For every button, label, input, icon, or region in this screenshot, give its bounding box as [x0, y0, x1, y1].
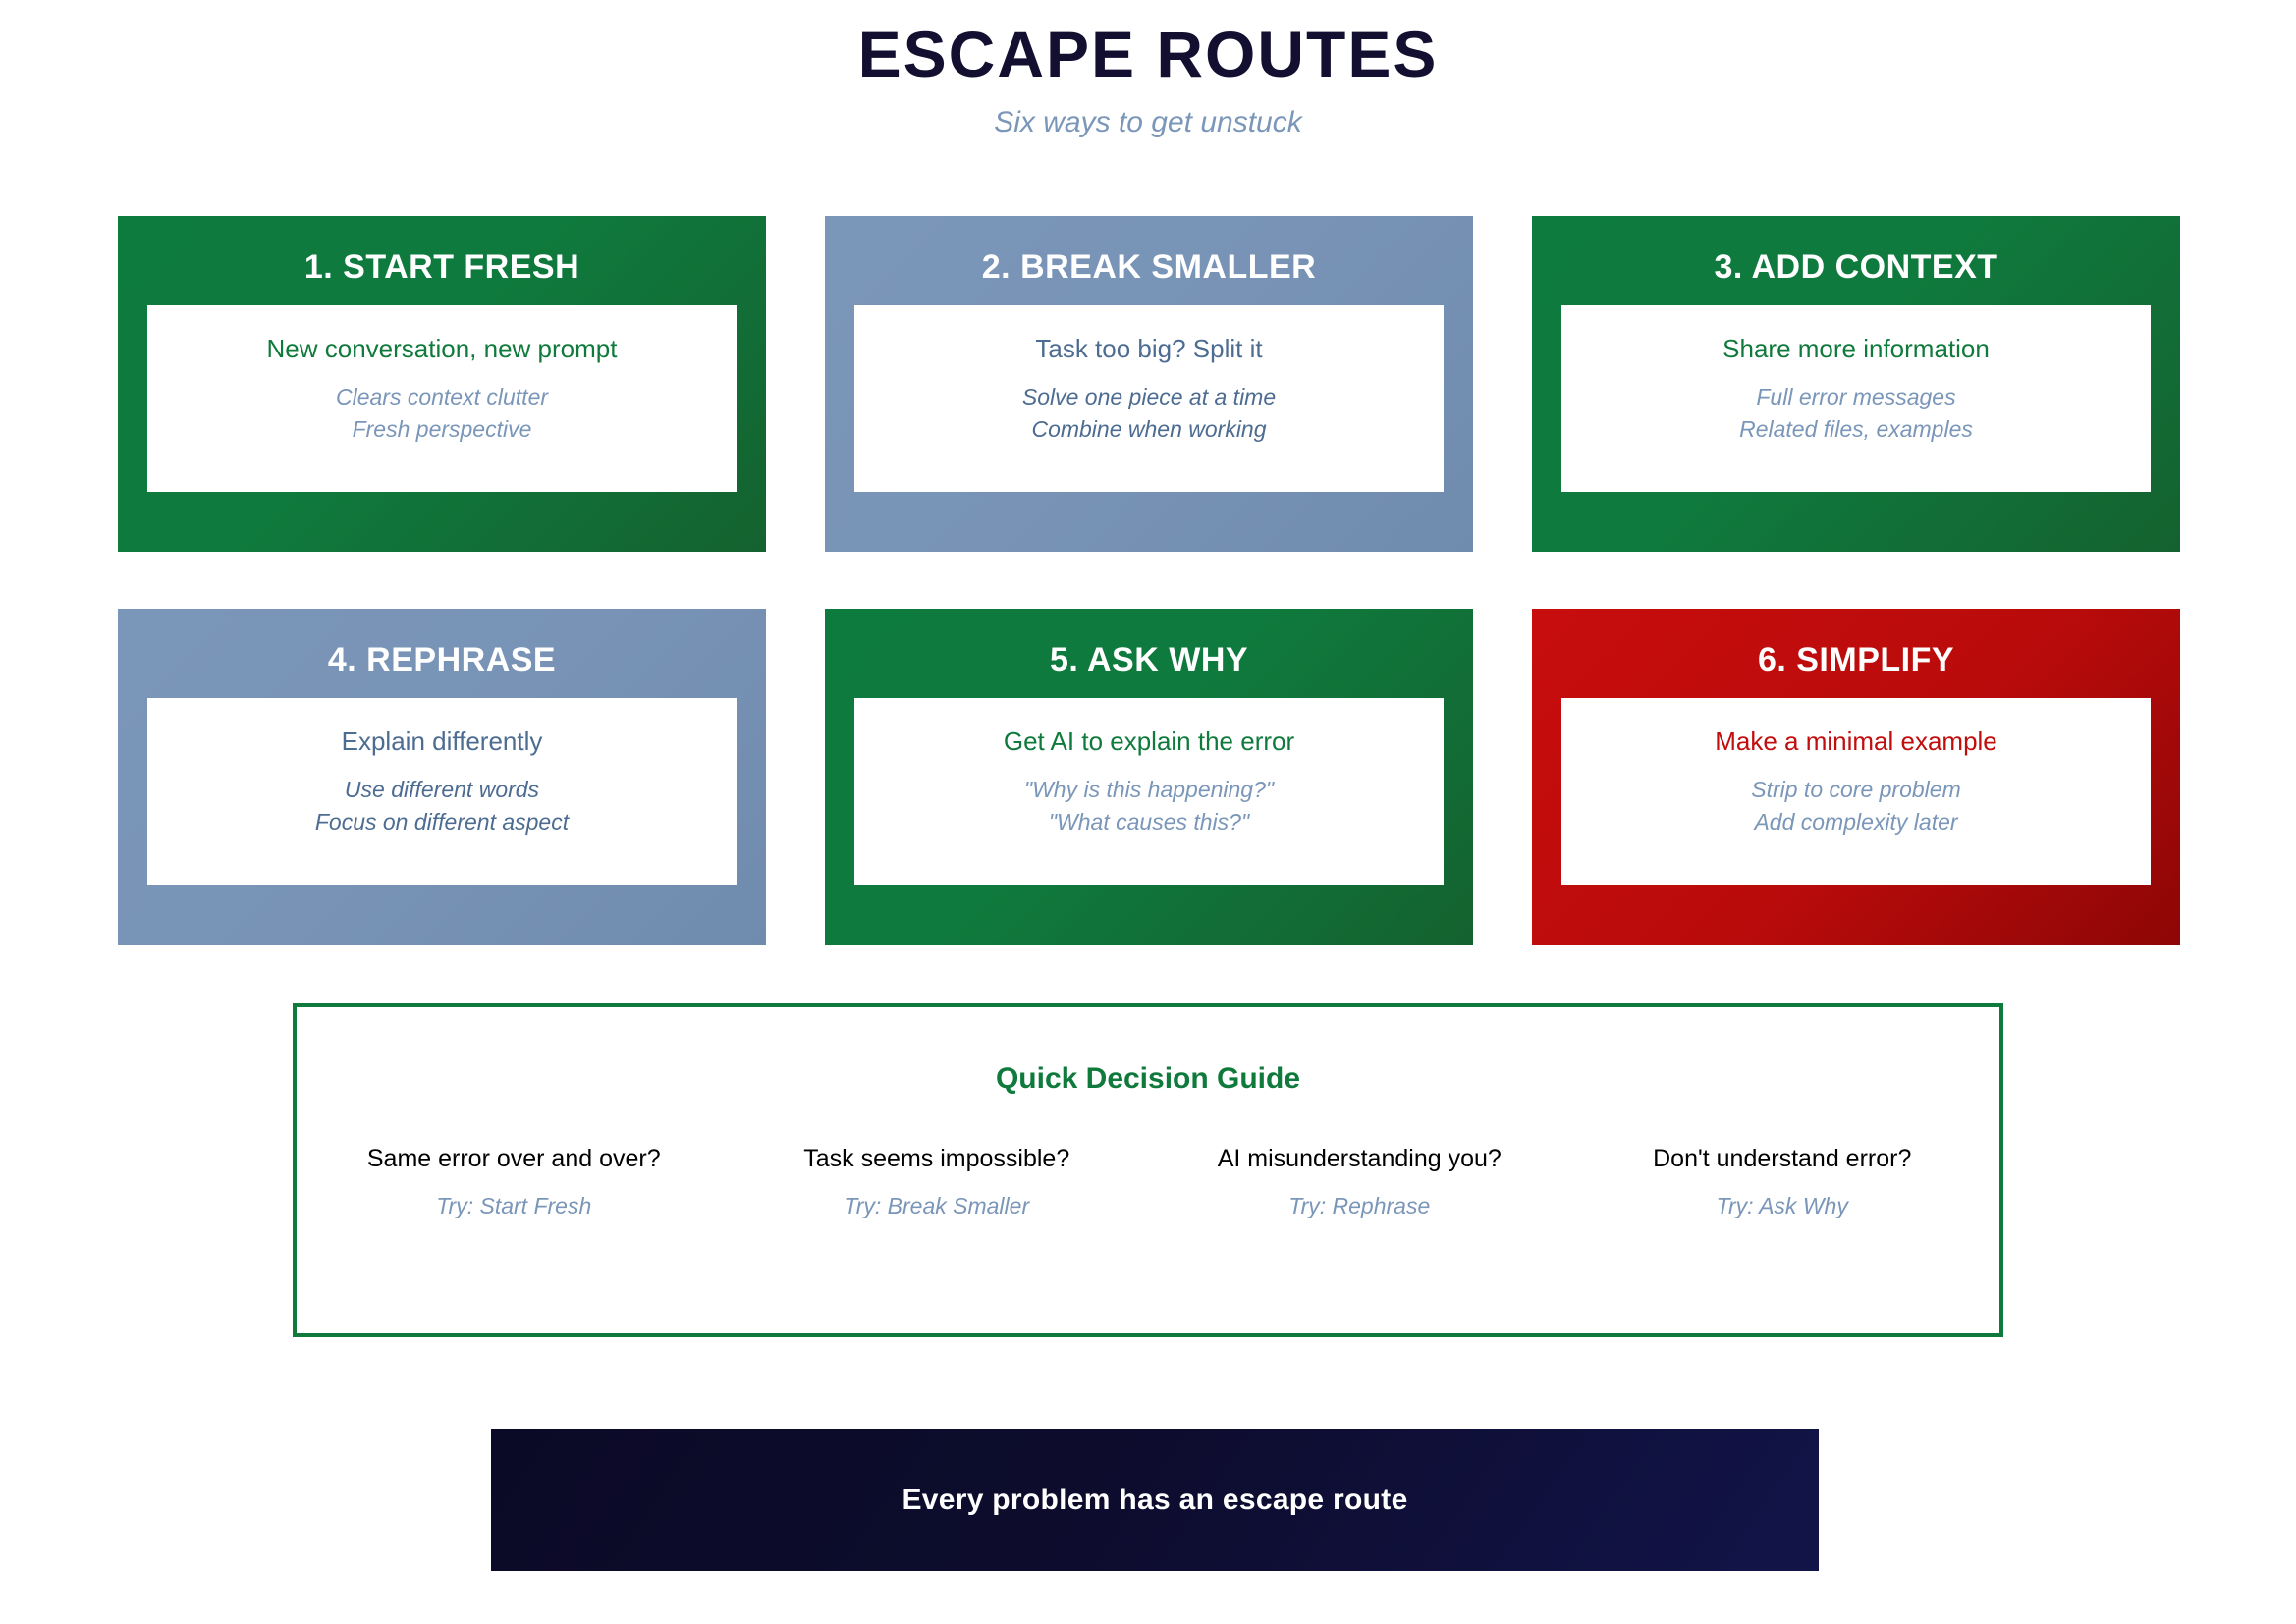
card-rephrase[interactable]: 4. REPHRASE Explain differently Use diff… [118, 609, 766, 945]
card-panel: Get AI to explain the error "Why is this… [854, 698, 1444, 885]
footer-text: Every problem has an escape route [902, 1483, 1408, 1516]
guide-item: Same error over and over? Try: Start Fre… [302, 1143, 726, 1219]
card-panel: Task too big? Split it Solve one piece a… [854, 305, 1444, 492]
card-title: 4. REPHRASE [327, 641, 557, 678]
card-title: 5. ASK WHY [1049, 641, 1249, 678]
card-main-text: Share more information [1722, 334, 1990, 363]
card-simplify[interactable]: 6. SIMPLIFY Make a minimal example Strip… [1532, 609, 2180, 945]
quick-decision-guide: Quick Decision Guide Same error over and… [293, 1003, 2003, 1337]
guide-question: Same error over and over? [366, 1145, 661, 1172]
guide-answer: Try: Ask Why [1716, 1192, 1848, 1218]
card-sub-text: "What causes this?" [1048, 808, 1250, 835]
card-main-text: Task too big? Split it [1035, 334, 1263, 363]
card-title: 6. SIMPLIFY [1757, 641, 1955, 678]
card-sub-text: Fresh perspective [352, 415, 532, 442]
card-ask-why[interactable]: 5. ASK WHY Get AI to explain the error "… [825, 609, 1473, 945]
card-break-smaller[interactable]: 2. BREAK SMALLER Task too big? Split it … [825, 216, 1473, 552]
card-title: 1. START FRESH [303, 248, 580, 286]
card-sub-text: Related files, examples [1739, 415, 1973, 442]
card-sub-text: "Why is this happening?" [1023, 776, 1275, 802]
guide-answer: Try: Rephrase [1288, 1192, 1431, 1218]
card-sub-text: Combine when working [1031, 415, 1267, 442]
card-sub-text: Focus on different aspect [314, 808, 570, 835]
card-panel: New conversation, new prompt Clears cont… [147, 305, 737, 492]
guide-item: AI misunderstanding you? Try: Rephrase [1148, 1143, 1571, 1219]
guide-item: Don't understand error? Try: Ask Why [1571, 1143, 1995, 1219]
card-title: 3. ADD CONTEXT [1714, 248, 1998, 286]
page-subtitle: Six ways to get unstuck [994, 105, 1302, 138]
card-sub-text: Strip to core problem [1751, 776, 1961, 802]
escape-routes-grid: 1. START FRESH New conversation, new pro… [118, 216, 2180, 945]
page-title: ESCAPE ROUTES [857, 18, 1439, 90]
card-main-text: Make a minimal example [1715, 727, 1997, 756]
guide-title: Quick Decision Guide [995, 1062, 1301, 1095]
card-sub-text: Add complexity later [1754, 808, 1958, 835]
card-sub-text: Solve one piece at a time [1021, 383, 1277, 409]
card-title: 2. BREAK SMALLER [981, 248, 1317, 286]
guide-question: Don't understand error? [1653, 1145, 1912, 1172]
card-panel: Explain differently Use different words … [147, 698, 737, 885]
guide-answer: Try: Break Smaller [844, 1192, 1030, 1218]
card-panel: Share more information Full error messag… [1561, 305, 2151, 492]
guide-item: Task seems impossible? Try: Break Smalle… [726, 1143, 1149, 1219]
card-sub-text: Use different words [344, 776, 540, 802]
guide-answer: Try: Start Fresh [436, 1192, 592, 1218]
guide-items: Same error over and over? Try: Start Fre… [297, 1143, 1999, 1219]
guide-question: Task seems impossible? [803, 1145, 1070, 1172]
card-sub-text: Full error messages [1756, 383, 1956, 409]
card-main-text: Explain differently [341, 727, 543, 756]
guide-question: AI misunderstanding you? [1217, 1145, 1502, 1172]
card-add-context[interactable]: 3. ADD CONTEXT Share more information Fu… [1532, 216, 2180, 552]
header: ESCAPE ROUTES Six ways to get unstuck [0, 18, 2296, 139]
card-main-text: Get AI to explain the error [1003, 727, 1295, 756]
card-main-text: New conversation, new prompt [266, 334, 618, 363]
card-start-fresh[interactable]: 1. START FRESH New conversation, new pro… [118, 216, 766, 552]
card-sub-text: Clears context clutter [335, 383, 549, 409]
card-panel: Make a minimal example Strip to core pro… [1561, 698, 2151, 885]
footer-banner: Every problem has an escape route [491, 1429, 1819, 1571]
